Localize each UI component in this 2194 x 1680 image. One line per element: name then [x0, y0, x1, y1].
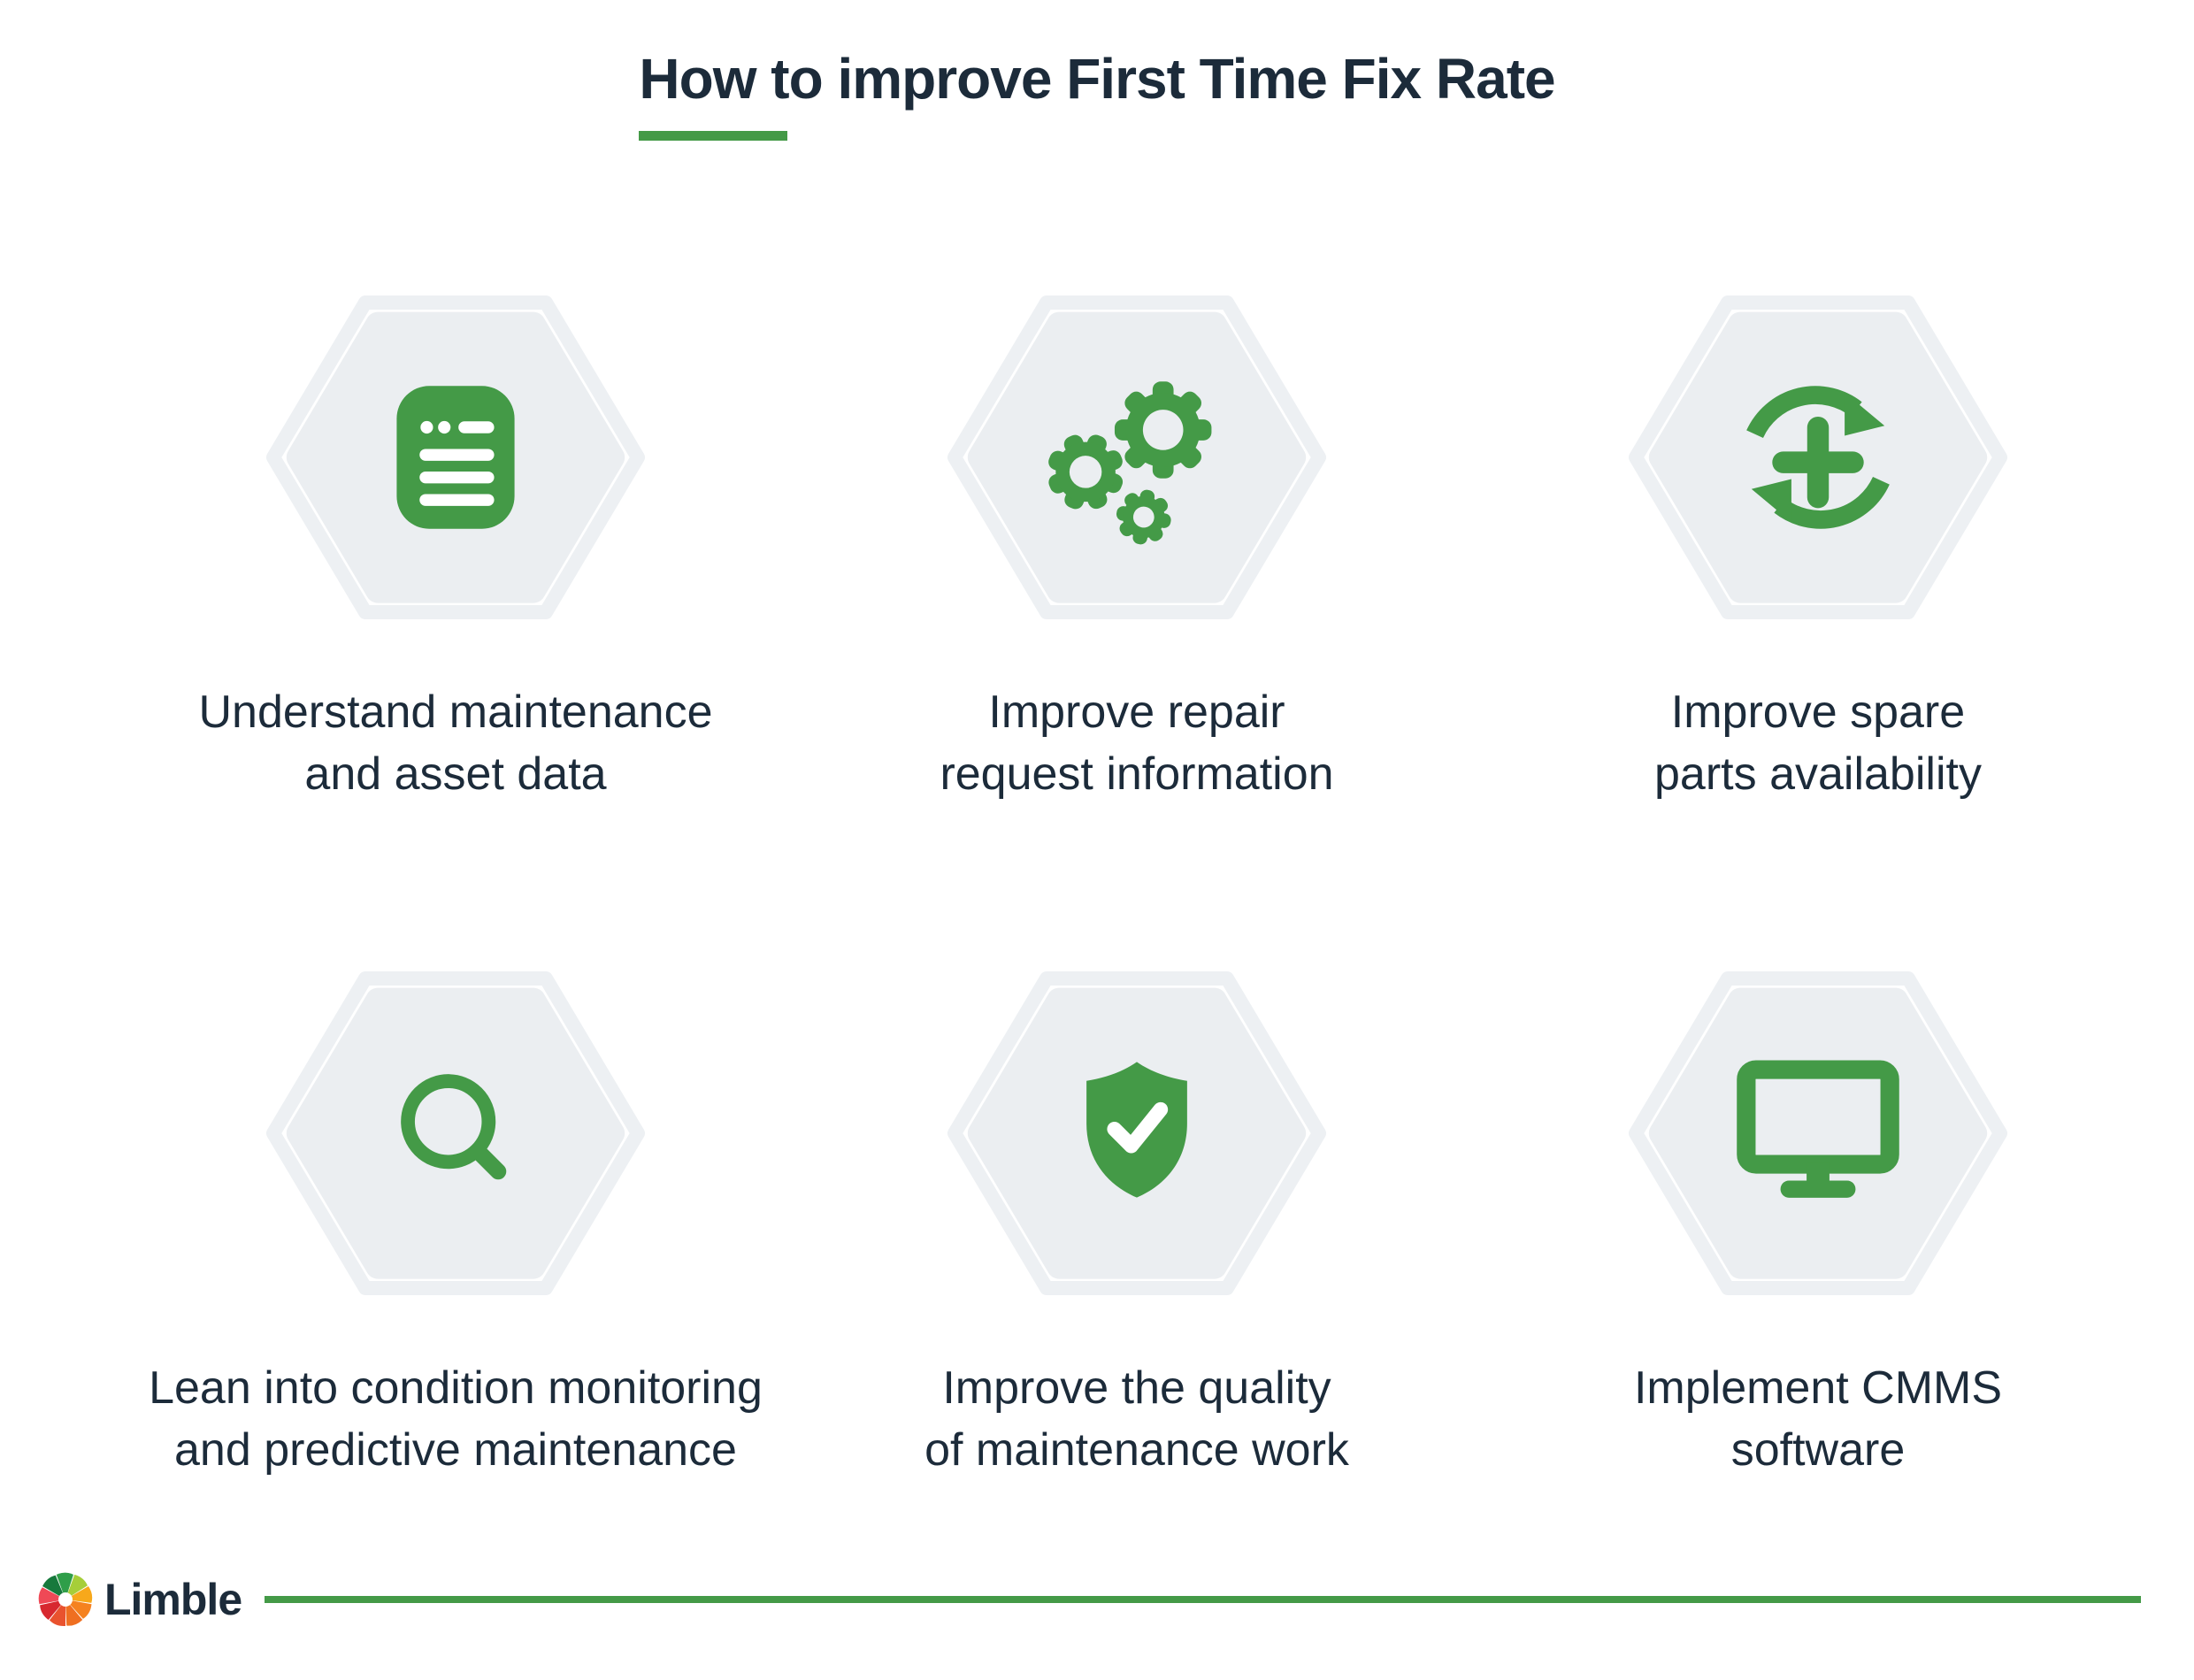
caption-line: software [1730, 1424, 1906, 1476]
caption-line: Implement CMMS [1633, 1362, 2003, 1414]
caption-line: Improve spare [1670, 687, 1966, 738]
hexagon-badge [946, 288, 1328, 626]
caption-line: Lean into condition monitoring [149, 1362, 763, 1414]
hexagon-badge [1627, 288, 2009, 626]
caption-line: and asset data [304, 748, 607, 800]
limble-wordmark: Limble [104, 1575, 242, 1624]
page-title: How to improve First Time Fix Rate [639, 47, 1555, 111]
search-icon [401, 1074, 507, 1180]
caption-line: of maintenance work [924, 1424, 1349, 1476]
caption-line: parts availability [1654, 748, 1982, 800]
cards-grid: Understand maintenance and asset data [115, 288, 2159, 1481]
card-understand-data: Understand maintenance and asset data [115, 288, 796, 805]
footer: Limble [37, 1571, 2141, 1628]
caption-line: Improve repair [988, 687, 1285, 738]
card-caption: Improve repair request information [940, 681, 1333, 805]
footer-divider-line [265, 1596, 2141, 1603]
card-spare-parts: Improve spare parts availability [1477, 288, 2159, 805]
hexagon-badge [946, 964, 1328, 1302]
card-caption: Implement CMMS software [1634, 1357, 2002, 1481]
gears-icon [1047, 381, 1211, 545]
limble-logo: Limble [37, 1571, 242, 1628]
card-repair-request: Improve repair request information [796, 288, 1477, 805]
hexagon-badge [265, 288, 647, 626]
caption-line: Improve the quality [942, 1362, 1331, 1414]
hexagon-badge [1627, 964, 2009, 1302]
card-quality-work: Improve the quality of maintenance work [796, 964, 1477, 1481]
caption-line: request information [940, 748, 1334, 800]
shield-check-icon [1086, 1062, 1187, 1198]
card-caption: Lean into condition monitoring and predi… [149, 1357, 763, 1481]
card-caption: Improve the quality of maintenance work [924, 1357, 1349, 1481]
monitor-icon [1737, 1060, 1899, 1198]
title-block: How to improve First Time Fix Rate [639, 47, 1556, 141]
limble-logo-icon [38, 1572, 93, 1627]
card-cmms-software: Implement CMMS software [1477, 964, 2159, 1481]
card-caption: Understand maintenance and asset data [198, 681, 712, 805]
card-caption: Improve spare parts availability [1654, 681, 1982, 805]
header: How to improve First Time Fix Rate [0, 0, 2194, 141]
hexagon-badge [265, 964, 647, 1302]
sync-plus-icon [1746, 386, 1890, 529]
card-condition-monitoring: Lean into condition monitoring and predi… [115, 964, 796, 1481]
document-icon [396, 386, 515, 529]
title-underline [639, 131, 788, 141]
caption-line: Understand maintenance [198, 687, 713, 738]
caption-line: and predictive maintenance [174, 1424, 737, 1476]
